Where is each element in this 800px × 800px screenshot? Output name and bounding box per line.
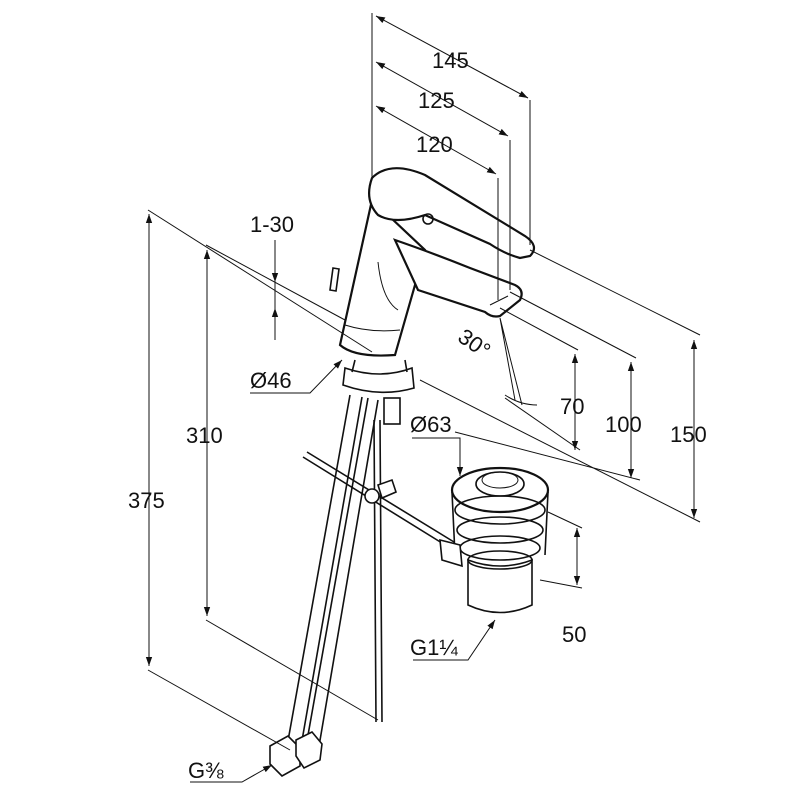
dim-145-label: 145 — [432, 48, 469, 73]
dim-310-label: 310 — [186, 423, 223, 448]
supply-hoses — [269, 394, 383, 777]
waste-assembly — [302, 451, 550, 614]
thread-g1-1-4-label: G1¼ — [410, 635, 458, 660]
dimension-lines — [145, 13, 701, 783]
dimension-labels: 145 125 120 1-30 30° Ø46 Ø63 70 100 150 … — [128, 48, 707, 783]
dim-150-label: 150 — [670, 422, 707, 447]
dim-30deg-label: 30° — [454, 324, 496, 364]
dim-120-label: 120 — [416, 132, 453, 157]
dim-63-label: Ø63 — [410, 412, 452, 437]
dim-375-label: 375 — [128, 488, 165, 513]
thread-g3-8-label: G⅜ — [188, 758, 224, 783]
dim-125-label: 125 — [418, 88, 455, 113]
dim-1-30-label: 1-30 — [250, 212, 294, 237]
dim-50-label: 50 — [562, 622, 586, 647]
dim-100-label: 100 — [605, 412, 642, 437]
faucet-body — [329, 167, 536, 425]
dim-70-label: 70 — [560, 394, 584, 419]
dim-46-label: Ø46 — [250, 368, 292, 393]
